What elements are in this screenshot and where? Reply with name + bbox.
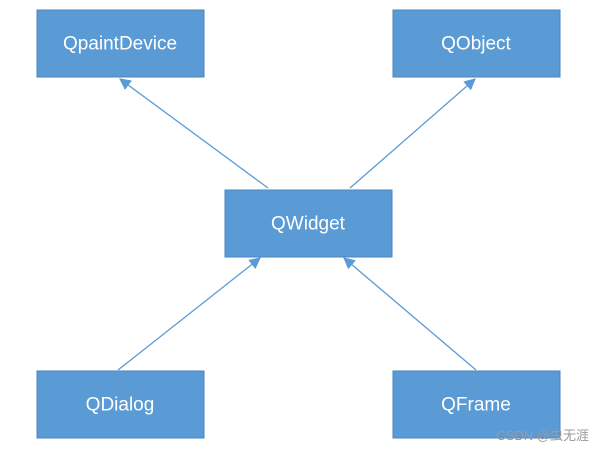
edge-qwidget-to-qobject	[349, 78, 476, 189]
node-qobject-box	[392, 9, 561, 78]
node-qwidget: QWidget	[224, 189, 393, 258]
node-qobject: QObject	[392, 9, 561, 78]
node-qobject-label: QObject	[441, 34, 511, 55]
node-qpaintdevice: QpaintDevice	[36, 9, 205, 78]
node-qdialog: QDialog	[36, 370, 205, 439]
node-qwidget-label: QWidget	[271, 214, 346, 235]
node-qdialog-label: QDialog	[86, 395, 155, 416]
node-qdialog-box	[36, 370, 205, 439]
node-qframe-box	[392, 370, 561, 439]
node-qpaintdevice-label: QpaintDevice	[63, 34, 177, 55]
node-qframe-label: QFrame	[441, 395, 511, 416]
node-qpaintdevice-box	[36, 9, 205, 78]
edges-layer	[117, 78, 477, 371]
watermark-text: CSDN @虫无涯	[496, 428, 589, 443]
nodes-layer: QpaintDevice QObject QWidget QDialog QFr…	[36, 9, 561, 439]
edge-qdialog-to-qwidget	[117, 257, 261, 371]
edge-qwidget-to-qpaintdevice	[119, 78, 269, 189]
edge-qframe-to-qwidget	[343, 257, 477, 371]
node-qwidget-box	[224, 189, 393, 258]
node-qframe: QFrame	[392, 370, 561, 439]
